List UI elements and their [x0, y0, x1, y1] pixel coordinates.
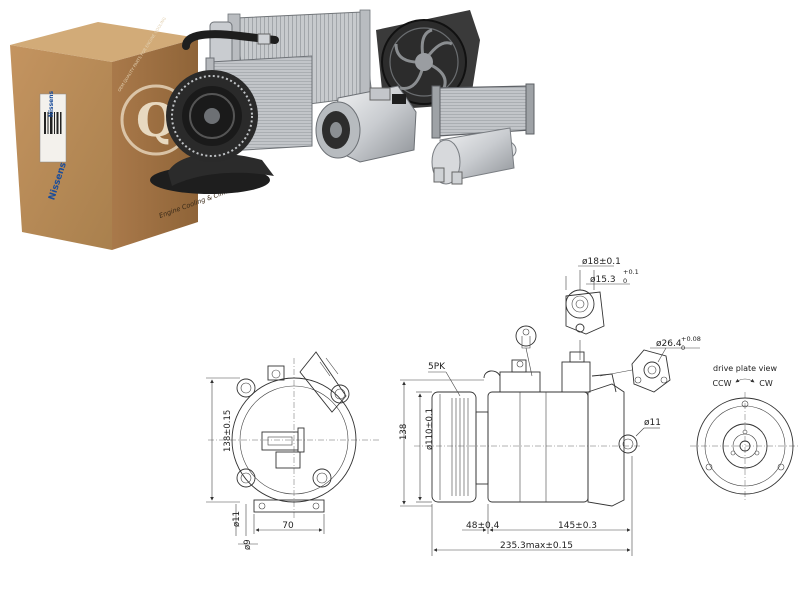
box-brand-top: Nissens: [48, 91, 55, 118]
side-height-label: 138: [399, 424, 409, 440]
ac-compressor-image: [315, 85, 417, 163]
small-port-circle: [515, 325, 537, 347]
heater-core-image: [431, 83, 535, 139]
cw-label: CW: [759, 379, 773, 388]
drive-plate-view: drive plate view CCW CW: [690, 364, 800, 500]
second-port-tol-lower: 0: [681, 344, 685, 352]
rear-ear: [618, 434, 638, 454]
left-body-circle: [231, 377, 357, 503]
cardboard-box: Nissens Nissens Q Engine Cooling & Clima…: [10, 16, 239, 250]
port-inner-tol-upper: +0.1: [623, 268, 639, 276]
right-port-circle: [643, 361, 661, 379]
port-detail-right: ø26.4 +0.08 0: [599, 335, 701, 393]
receiver-drier-image: [431, 127, 517, 185]
left-width-label: 70: [282, 521, 294, 531]
offset-label: 48±0.4: [466, 521, 500, 531]
ear-top-left: [236, 378, 256, 398]
pulley-diameter-label: ø110±0.1: [425, 408, 435, 450]
ear-bottom-left: [236, 468, 256, 488]
angled-fitting: [299, 351, 347, 413]
port-inner-tol-lower: 0: [623, 277, 627, 285]
mount-foot: [253, 499, 325, 513]
body-length-label: 145±0.3: [558, 521, 597, 531]
barcode-icon: [44, 112, 62, 134]
port-inner-label: ø15.3: [590, 275, 616, 285]
technical-drawing: 138±0.15 70 ø11 ø9: [206, 257, 800, 556]
rear-housing: [587, 383, 625, 507]
drive-plate-title: drive plate view: [713, 364, 777, 373]
second-port-tol-upper: +0.08: [681, 335, 701, 343]
electric-fan-image: [376, 10, 480, 110]
second-port-label: ø26.4: [656, 339, 682, 349]
total-length-label: 235.3max±0.15: [500, 541, 573, 551]
rotation-arrow-icon: [735, 378, 755, 383]
port-detail-top: ø18±0.1 ø15.3 +0.1 0: [565, 257, 639, 360]
side-view: 5PK ø110±0.1 138 48±0.4 145±0.3 235.3max…: [399, 351, 661, 556]
rear-ear-label: ø11: [644, 418, 661, 428]
ear-bottom-right: [312, 468, 332, 488]
pulley: [431, 391, 477, 503]
blower-motor-image: [150, 70, 274, 194]
left-view: 138±0.15 70 ø11 ø9: [206, 351, 380, 550]
left-pin-label: ø9: [243, 539, 253, 550]
ac-hose-image: [182, 30, 279, 50]
port-detail-small: [515, 325, 537, 377]
left-height-label: 138±0.15: [223, 410, 233, 452]
left-bolt-label: ø11: [232, 511, 242, 527]
drive-plate-outer: [696, 397, 794, 495]
side-body: [487, 391, 589, 503]
ccw-label: CCW: [712, 379, 731, 388]
connector: [261, 431, 299, 451]
port-outer-label: ø18±0.1: [582, 257, 621, 267]
product-photo: Nissens Nissens Q Engine Cooling & Clima…: [10, 9, 535, 250]
box-top-face: [10, 22, 198, 62]
pulley-type-label: 5PK: [428, 362, 446, 372]
